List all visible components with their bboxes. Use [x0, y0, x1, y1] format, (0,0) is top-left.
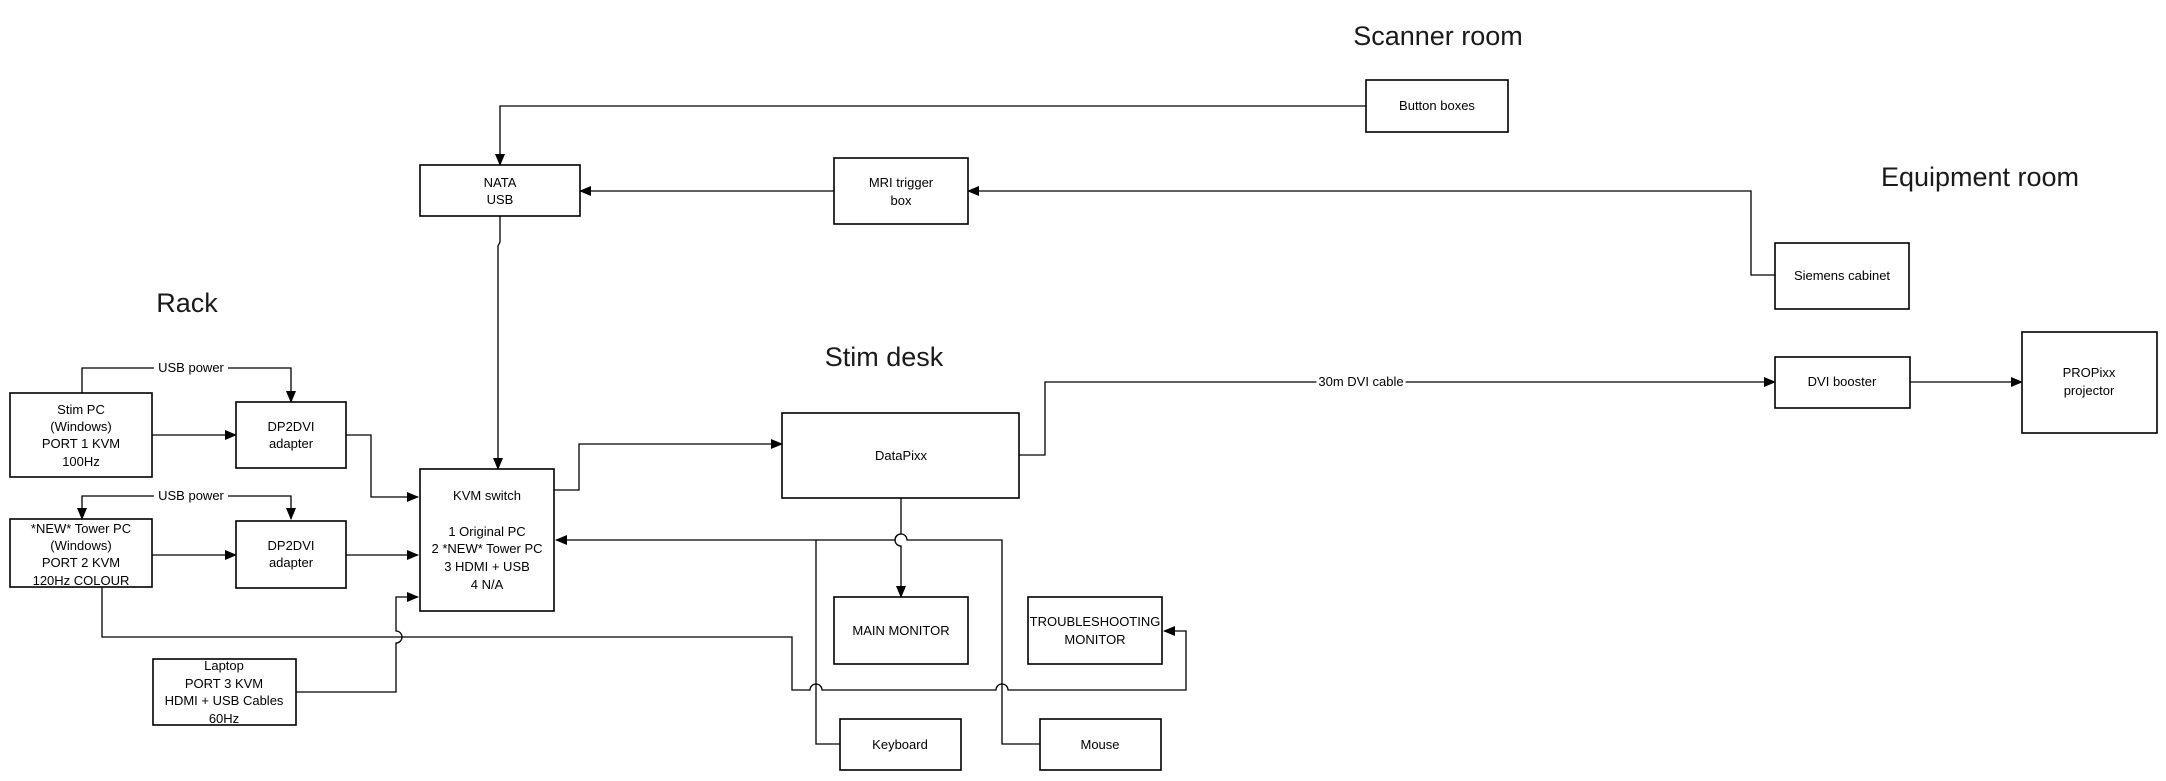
- box-stim-pc: Stim PC (Windows) PORT 1 KVM 100Hz: [9, 392, 153, 478]
- wire-nata-kvm: [493, 216, 503, 470]
- box-label: 120Hz COLOUR: [33, 573, 130, 588]
- box-label: MAIN MONITOR: [852, 623, 949, 638]
- box-label: *NEW* Tower PC: [31, 521, 131, 536]
- box-label: 4 N/A: [471, 577, 504, 592]
- box-label: 100Hz: [62, 454, 100, 469]
- box-kvm-switch: KVM switch 1 Original PC 2 *NEW* Tower P…: [419, 468, 555, 612]
- wire-buttonboxes-nata: [495, 105, 1366, 166]
- box-label: Siemens cabinet: [1794, 268, 1890, 283]
- box-label: Button boxes: [1399, 98, 1475, 113]
- box-label: 1 Original PC: [448, 524, 525, 539]
- box-label: box: [891, 193, 912, 208]
- box-label: NATA: [484, 175, 517, 190]
- wire-dp2dvi1-kvm: [346, 434, 419, 502]
- box-label: PORT 1 KVM: [42, 436, 120, 451]
- box-label: (Windows): [50, 538, 111, 553]
- box-label: MONITOR: [1064, 632, 1125, 647]
- wire-datapixx-mainmonitor: [894, 498, 906, 598]
- box-label: Mouse: [1080, 737, 1119, 752]
- box-label: PROPixx: [2063, 365, 2116, 380]
- equipment-room-title: Equipment room: [1881, 162, 2079, 192]
- box-label: TROUBLESHOOTING: [1030, 614, 1161, 629]
- box-laptop: Laptop PORT 3 KVM HDMI + USB Cables 60Hz: [152, 658, 297, 726]
- box-label: 60Hz: [209, 711, 239, 726]
- box-button-boxes: Button boxes: [1365, 79, 1509, 133]
- scanner-room-title: Scanner room: [1353, 21, 1523, 51]
- wire-kvm-datapixx: [553, 439, 783, 491]
- connectors: [77, 105, 2023, 745]
- box-propixx-projector: PROPixx projector: [2021, 331, 2158, 434]
- stim-desk-title: Stim desk: [825, 342, 944, 372]
- box-main-monitor: MAIN MONITOR: [833, 596, 969, 665]
- box-label: PORT 3 KVM: [185, 676, 263, 691]
- box-troubleshooting-monitor: TROUBLESHOOTING MONITOR: [1027, 596, 1163, 665]
- box-label: Keyboard: [872, 737, 928, 752]
- box-tower-pc: *NEW* Tower PC (Windows) PORT 2 KVM 120H…: [9, 518, 153, 588]
- box-dp2dvi-adapter-2: DP2DVI adapter: [235, 520, 347, 589]
- box-siemens-cabinet: Siemens cabinet: [1774, 242, 1910, 310]
- box-datapixx: DataPixx: [781, 412, 1020, 499]
- wire-datapixx-dvibooster: [1019, 382, 1775, 456]
- box-label: DP2DVI: [268, 419, 315, 434]
- box-label: adapter: [269, 436, 314, 451]
- box-label: 2 *NEW* Tower PC: [431, 541, 542, 556]
- box-label: DataPixx: [875, 448, 928, 463]
- cable-label-background: [156, 488, 227, 503]
- wire-keyboard-kvm: [555, 535, 840, 745]
- box-label: Laptop: [204, 658, 244, 673]
- dvi-cable-label: 30m DVI cable: [1318, 374, 1403, 389]
- usb-power-label-2: USB power: [158, 488, 224, 503]
- box-label: KVM switch: [453, 488, 521, 503]
- usb-power-label-1: USB power: [158, 360, 224, 375]
- box-label: HDMI + USB Cables: [165, 693, 284, 708]
- box-mouse: Mouse: [1039, 718, 1162, 771]
- wire-laptop-kvm: [296, 592, 419, 693]
- wire-towerpc-troubleshooting: [101, 587, 1187, 691]
- box-nata-usb: NATA USB: [419, 164, 581, 217]
- box-mri-trigger: MRI trigger box: [833, 157, 969, 225]
- box-label: MRI trigger: [869, 175, 934, 190]
- box-dp2dvi-adapter-1: DP2DVI adapter: [235, 401, 347, 469]
- cable-label-background: [156, 360, 227, 375]
- box-label: 3 HDMI + USB: [444, 559, 530, 574]
- wire-siemens-mritrigger: [967, 186, 1775, 276]
- box-label: PORT 2 KVM: [42, 555, 120, 570]
- cable-label-background: [1316, 374, 1406, 389]
- box-label: Stim PC: [57, 402, 105, 417]
- box-label: (Windows): [50, 419, 111, 434]
- box-label: projector: [2064, 383, 2115, 398]
- wire-usbpower-1: [81, 367, 291, 402]
- rack-title: Rack: [156, 288, 218, 318]
- box-label: adapter: [269, 555, 314, 570]
- box-label: DVI booster: [1808, 374, 1877, 389]
- box-label: USB: [487, 192, 514, 207]
- wire-mouse-kvm: [816, 533, 1040, 745]
- box-dvi-booster: DVI booster: [1774, 356, 1911, 409]
- box-label: DP2DVI: [268, 538, 315, 553]
- box-keyboard: Keyboard: [839, 718, 962, 771]
